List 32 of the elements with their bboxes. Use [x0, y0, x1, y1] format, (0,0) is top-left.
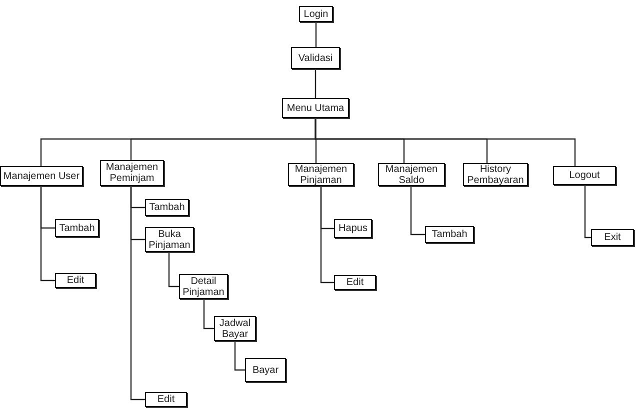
connector-line [40, 186, 55, 282]
menu-box: Buka Pinjaman [145, 227, 194, 252]
menu-box: Hapus [334, 219, 372, 238]
menu-box: Tambah [425, 226, 474, 243]
menu-box: Edit [334, 275, 376, 290]
menu-box: Manajemen Pinjaman [288, 163, 354, 186]
menu-box: Bayar [245, 358, 286, 382]
connector-line [584, 185, 591, 238]
connector-line [234, 341, 245, 371]
connector-line [410, 186, 425, 236]
connector-line [320, 186, 334, 284]
menu-box: Logout [553, 166, 616, 185]
connector-line [314, 118, 576, 166]
menu-box: Validasi [291, 47, 340, 69]
connector-line [130, 186, 145, 400]
connector-line [203, 299, 214, 330]
menu-box: Detail Pinjaman [179, 274, 228, 299]
menu-box: Edit [145, 392, 187, 407]
connector-line [315, 22, 317, 47]
menu-box: Manajemen Peminjam [100, 160, 164, 186]
menu-box: Tambah [145, 199, 189, 216]
menu-box: Edit [55, 273, 96, 288]
menu-box: Jadwal Bayar [214, 316, 256, 341]
menu-box: Tambah [55, 219, 99, 237]
menu-box: Manajemen User [0, 166, 83, 186]
menu-box: Menu Utama [282, 98, 349, 118]
connector-line [314, 69, 316, 98]
menu-box: Exit [591, 229, 634, 246]
menu-box: History Pembayaran [463, 163, 528, 186]
connector-line [168, 252, 179, 288]
menu-box: Manajemen Saldo [378, 163, 445, 186]
menu-box: Login [299, 6, 333, 22]
